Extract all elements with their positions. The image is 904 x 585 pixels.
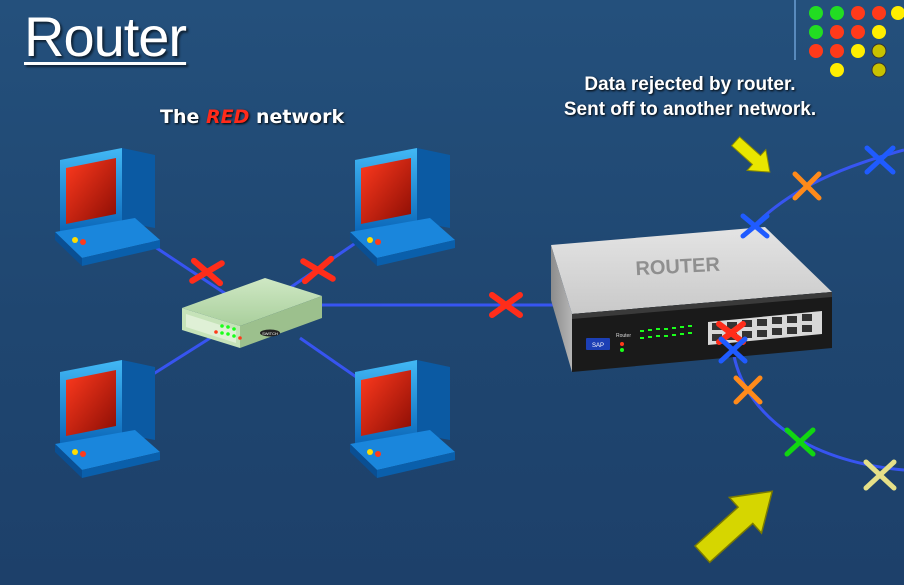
packet-blue-upper	[740, 213, 770, 239]
packet-red-2	[300, 255, 336, 285]
computer-bottom-right	[350, 360, 455, 478]
caption-line-2: Sent off to another network.	[563, 99, 817, 120]
computer-bottom-left	[55, 360, 160, 478]
packet-green-lower	[784, 427, 816, 457]
packet-blue-far	[864, 145, 896, 175]
packet-red-1	[189, 257, 225, 287]
router-device: ROUTER SAP Router	[551, 227, 832, 372]
router-brand: Router	[616, 333, 631, 339]
network-label-highlight: RED	[206, 106, 250, 128]
network-label-suffix: network	[249, 106, 345, 128]
router-label: ROUTER	[635, 254, 721, 280]
computer-top-left	[55, 148, 160, 266]
yellow-arrow-large-icon	[693, 490, 774, 564]
corner-dots-decoration	[794, 0, 904, 78]
router-badge: SAP	[592, 343, 604, 349]
network-switch: SWITCH	[182, 278, 322, 348]
network-label: The RED network	[160, 106, 344, 128]
slide-title: Router	[24, 5, 187, 68]
packet-blue-at-router	[718, 336, 748, 364]
caption-line-1: Data rejected by router.	[584, 74, 796, 95]
packet-red-3	[489, 292, 523, 318]
network-label-prefix: The	[160, 106, 206, 128]
packet-orange-lower	[733, 375, 763, 405]
switch-label: SWITCH	[262, 331, 278, 336]
rejected-caption: Data rejected by router. Sent off to ano…	[540, 72, 840, 122]
yellow-arrow-small-icon	[730, 136, 771, 173]
computer-top-right	[350, 148, 455, 266]
packet-khaki-far	[863, 459, 897, 491]
packet-orange-upper	[792, 171, 822, 201]
